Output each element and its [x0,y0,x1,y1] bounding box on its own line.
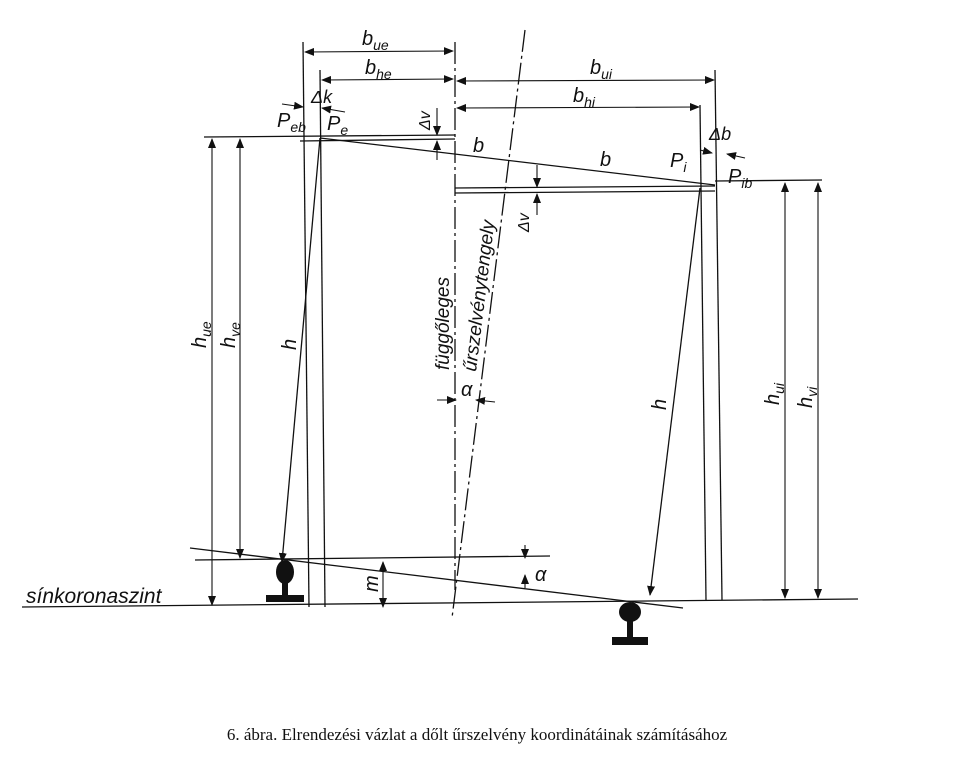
label-delta-v-mid: Δv [516,212,533,233]
top-left-reference-line-2 [299,138,456,142]
right-vertical-inner [699,104,707,601]
dim-b-he [321,75,454,84]
dim-delta-k-left [281,101,304,110]
label-h-right: h [649,399,671,410]
dim-delta-k-right [321,105,346,114]
label-h-ue: hue [189,321,214,348]
rail-level-line [21,598,859,608]
dim-alpha-mid-b [475,396,496,405]
label-b-hi: bhi [573,85,596,110]
right-vertical-outer [714,69,723,601]
label-p-ib: Pib [728,166,752,191]
label-b-ue: bue [362,28,389,53]
dim-delta-b-right [726,152,746,160]
label-alpha-bottom: α [535,564,547,586]
label-rail-level: sínkoronaszint [26,585,163,608]
label-vertical-axis: függőleges [433,277,454,370]
h-line-left [278,137,321,563]
inner-top-line [454,185,716,189]
label-delta-b: Δb [708,124,731,144]
label-alpha-mid: α [461,379,473,401]
structure-lines [21,29,859,619]
tilted-rail-plane [189,547,684,609]
label-h-left: h [279,339,301,350]
label-b-left: b [473,135,484,157]
label-m: m [361,575,383,592]
sloped-top-line [319,137,716,186]
label-p-eb: Peb [277,110,306,135]
dimension-lines [208,47,822,608]
label-p-e: Pe [327,113,348,138]
inner-top-line-2 [454,190,716,194]
rail-right [612,602,648,645]
top-left-reference-line [203,134,456,138]
label-h-ve: hve [218,322,243,348]
label-b-ui: bui [590,57,613,82]
left-vertical-inner [319,69,326,608]
figure-caption: 6. ábra. Elrendezési vázlat a dőlt űrsze… [227,725,728,744]
right-top-reference [714,179,823,182]
dim-b-ue [304,47,454,56]
label-h-ui: hui [762,382,787,405]
label-b-right: b [600,149,611,171]
tilted-axis-line [451,29,526,619]
dim-b-ui [456,76,715,85]
labels: bue bhe bui bhi Peb Δk Pe Δv Δv b b Pi Δ… [26,28,820,608]
h-line-right [647,187,701,596]
label-h-vi: hvi [795,386,820,408]
label-delta-k: Δk [310,87,333,107]
label-p-i: Pi [670,150,687,175]
dim-b-hi [456,103,700,112]
horizontal-reference-line [194,555,551,561]
label-b-he: bhe [365,57,392,82]
rail-left [266,560,304,602]
left-vertical-outer [302,41,310,608]
label-tilted-axis: űrszelvénytengely [460,218,500,373]
dim-delta-b-left [699,146,713,155]
label-delta-v-top: Δv [417,110,434,131]
